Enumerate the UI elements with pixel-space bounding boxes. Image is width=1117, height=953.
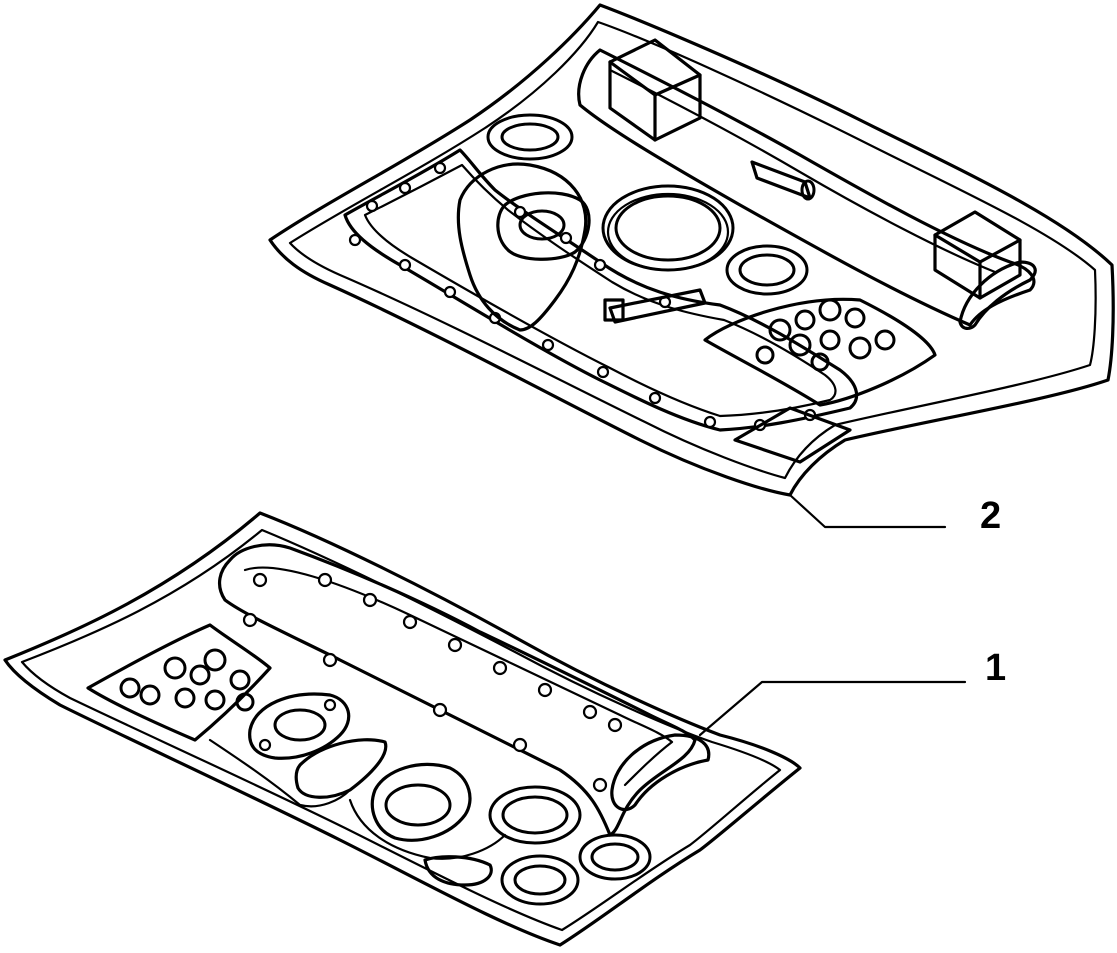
small-parts-panel	[86, 623, 272, 742]
seal-ring-lower-b	[500, 854, 580, 906]
callout-1: 1	[698, 647, 1006, 737]
bracket-gasket	[208, 738, 388, 808]
leader-line-2	[788, 493, 947, 529]
gasket-kit-1	[3, 511, 802, 947]
timing-cover-gasket	[456, 162, 588, 332]
packaging-block-right	[933, 210, 1022, 300]
valve-cover-gasket-1	[217, 543, 697, 837]
dipstick-rod	[603, 288, 707, 324]
callout-label-1: 1	[985, 647, 1006, 689]
half-moon-seal-1	[610, 733, 711, 812]
sheet-inner-border-1	[20, 528, 782, 932]
half-moon-seal-2	[958, 260, 1037, 330]
sensor-plug	[750, 160, 816, 201]
thermostat-gasket	[423, 855, 493, 887]
small-parts-cluster	[703, 297, 937, 407]
oil-pan-gasket	[343, 148, 859, 432]
packaging-block-left	[608, 38, 702, 142]
label-patch-2	[733, 406, 852, 464]
seal-ring-large	[601, 184, 735, 272]
flange-gasket	[496, 191, 591, 261]
valve-cover-bolt-holes	[242, 572, 623, 793]
seal-ring-medium	[725, 244, 809, 296]
seal-ring-lower-a	[488, 785, 582, 845]
seal-ring-lower-c	[578, 833, 652, 881]
leader-line-1	[698, 680, 967, 737]
callout-2: 2	[788, 493, 1001, 537]
sheet-outline-1	[3, 511, 802, 947]
seal-ring-small	[486, 113, 574, 161]
callout-label-2: 2	[980, 495, 1001, 537]
sheet-inner-border-2	[288, 20, 1097, 480]
oil-pan-bolt-holes	[348, 161, 817, 432]
manifold-gasket	[348, 762, 507, 860]
pump-gasket	[248, 692, 351, 760]
gasket-kit-2	[268, 3, 1115, 497]
